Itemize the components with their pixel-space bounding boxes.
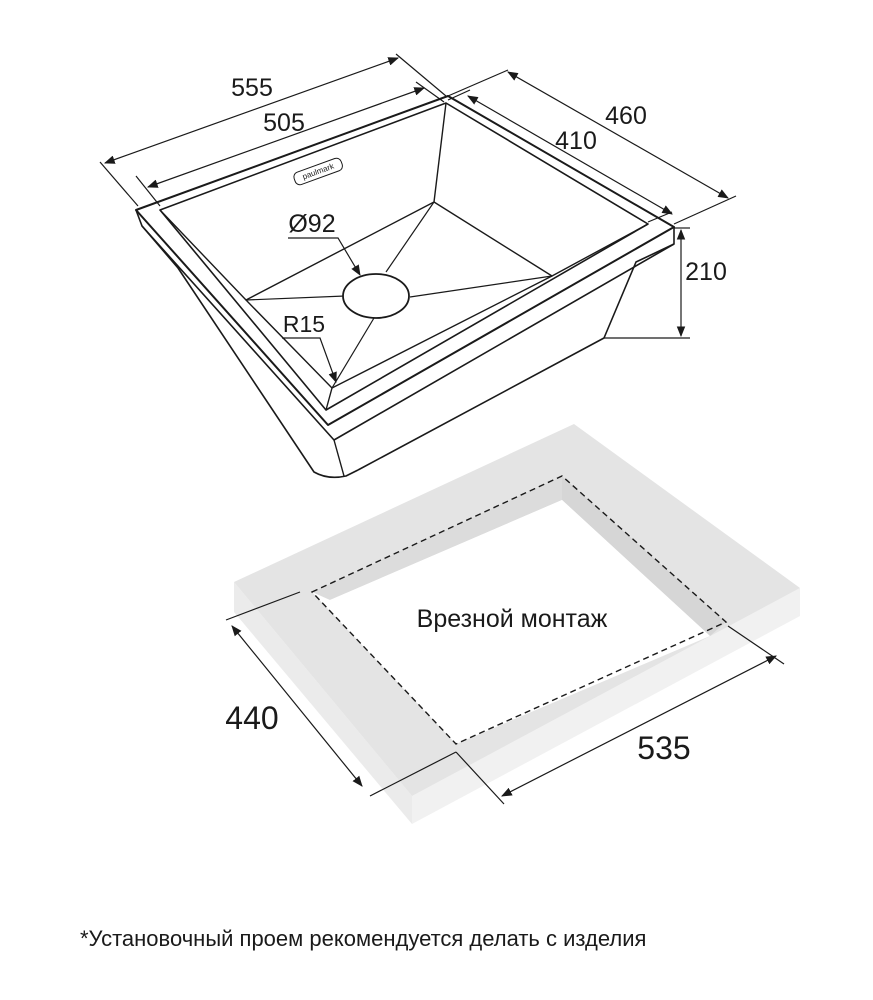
- dim-line-cutout-width: [501, 655, 777, 797]
- cutout-wall-left: [312, 476, 562, 600]
- dim-line-inner-depth: [467, 95, 673, 215]
- dim-line-cutout-depth: [231, 625, 363, 787]
- cutout-label: Врезной монтаж: [417, 605, 608, 633]
- installation-footnote: *Установочный проем рекомендуется делать…: [80, 926, 647, 951]
- drain-leader: [288, 237, 361, 276]
- dim-label-drain: Ø92: [288, 210, 335, 238]
- cutout-dimension-lines: [225, 591, 785, 805]
- sink-dimension-lines: [99, 53, 737, 384]
- sink-outer-wall-right: [357, 243, 675, 471]
- sink-basin-left: [245, 299, 333, 389]
- dim-label-inner-width: 505: [263, 109, 305, 137]
- cutout-opening: [330, 500, 710, 744]
- sink-outer-wall-left: [141, 225, 359, 479]
- dim-label-outer-depth: 460: [605, 102, 647, 130]
- dim-label-cutout-depth: 440: [225, 700, 278, 736]
- dim-label-height: 210: [685, 258, 727, 286]
- drain-hole: [342, 273, 410, 319]
- cutout-wall-back: [562, 476, 726, 636]
- cutout-dashed-outline: [310, 475, 728, 745]
- radius-leader: [282, 337, 337, 384]
- countertop-top: [234, 424, 800, 796]
- dim-label-outer-width: 555: [231, 74, 273, 102]
- dim-label-cutout-width: 535: [637, 730, 690, 766]
- dim-label-inner-depth: 410: [555, 127, 597, 155]
- sink-basin-back: [159, 102, 447, 301]
- dim-line-inner-width: [146, 87, 426, 188]
- dim-label-radius: R15: [283, 311, 325, 337]
